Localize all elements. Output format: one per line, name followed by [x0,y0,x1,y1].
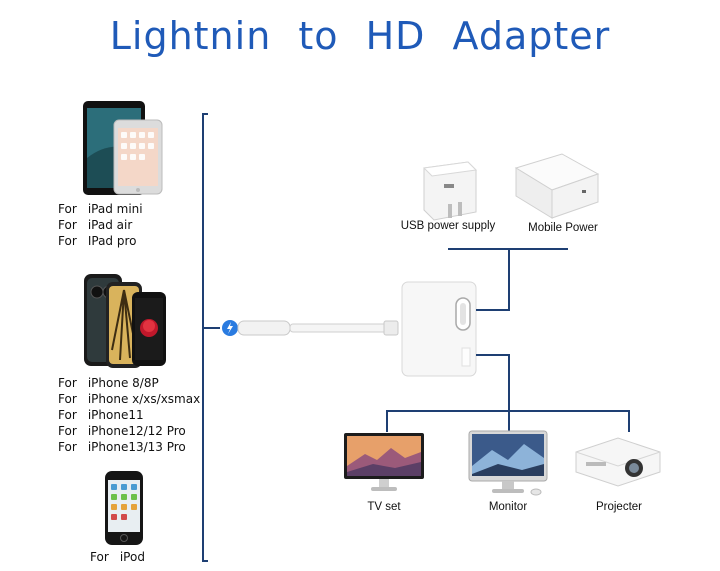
list-item: For iPhone11 [58,408,144,422]
ipod-image [105,471,143,545]
projector-label: Projecter [595,501,643,513]
lightning-cable [222,320,399,336]
monitor-branch-line [508,410,510,432]
list-item: For iPhone13/13 Pro [58,440,186,454]
mobile-power-image [514,153,600,219]
tv-label: TV set [367,501,401,513]
ipad-compat-list: For iPad mini For iPad air For IPad pro [58,201,143,249]
page-title: Lightnin to HD Adapter [109,14,611,58]
iphone-compat-list: For iPhone 8/8P For iPhone x/xs/xsmax Fo… [58,375,200,455]
usb-power-supply-image [422,161,478,221]
monitor-label: Monitor [488,501,528,513]
bracket-bottom-tick [202,560,208,562]
ipad-image [83,101,163,195]
output-drop-line [508,354,510,412]
monitor-image [468,430,548,496]
adapter-image [401,281,477,377]
projector-branch-line [628,410,630,432]
list-item: For IPad pro [58,234,137,248]
tv-branch-line [386,410,388,432]
bracket-connector [204,327,220,329]
iphone-image [84,274,166,368]
power-to-adapter-line [476,309,510,311]
list-item: For iPad mini [58,202,143,216]
list-item: For iPhone x/xs/xsmax [58,392,201,406]
power-drop-line [508,248,510,310]
list-item: For iPad air [58,218,133,232]
mobile-power-label: Mobile Power [528,222,598,234]
bracket-top-tick [202,113,208,115]
ipod-compat-list: For iPod [90,549,145,565]
list-item: For iPod [90,550,145,564]
adapter-output-line [476,354,510,356]
tv-image [344,433,424,491]
usb-power-supply-label: USB power supply [400,220,496,232]
list-item: For iPhone12/12 Pro [58,424,186,438]
list-item: For iPhone 8/8P [58,376,159,390]
projector-image [575,437,661,487]
device-bracket [202,113,204,562]
